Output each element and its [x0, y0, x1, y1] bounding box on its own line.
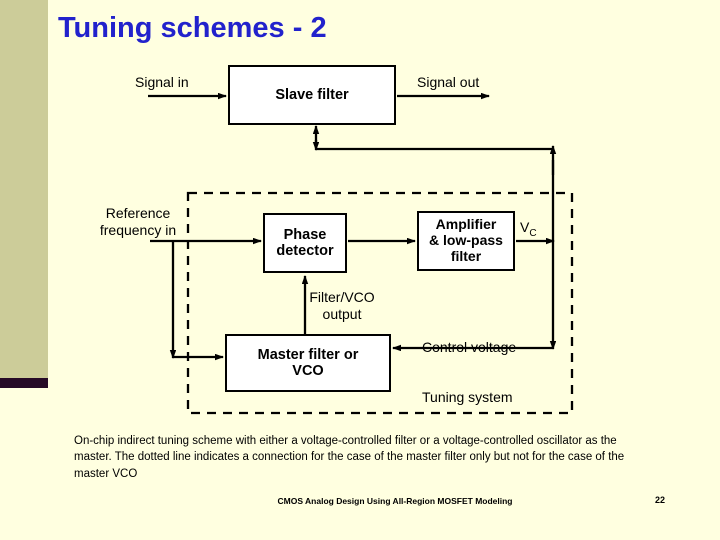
label-reference-frequency-in: Reference frequency in: [99, 205, 177, 239]
block-master-filter-vco[interactable]: Master filter or VCO: [225, 334, 391, 392]
block-master-filter-label: Master filter or VCO: [257, 346, 359, 379]
sidebar-decoration-bar: [0, 0, 48, 378]
block-phase-detector-label: Phase detector: [276, 226, 334, 259]
label-control-voltage-vc: VC: [520, 219, 537, 240]
page-title: Tuning schemes - 2: [58, 12, 327, 44]
label-vc-subscript: C: [529, 227, 537, 239]
sidebar-accent-bar: [0, 378, 48, 388]
slide-caption: On-chip indirect tuning scheme with eith…: [74, 435, 625, 480]
block-slave-filter-label: Slave filter: [275, 86, 349, 103]
block-amplifier-lowpass-filter[interactable]: Amplifier & low-pass filter: [417, 211, 515, 271]
label-filter-vco-output: Filter/VCO output: [309, 289, 375, 323]
label-control-voltage: Control voltage: [422, 339, 517, 355]
label-tuning-system: Tuning system: [422, 389, 513, 405]
block-phase-detector[interactable]: Phase detector: [263, 213, 347, 273]
block-slave-filter[interactable]: Slave filter: [228, 65, 396, 125]
footer-page-number: 22: [655, 495, 666, 505]
label-signal-out: Signal out: [417, 74, 480, 90]
label-vc-base: V: [520, 219, 530, 235]
block-amplifier-label: Amplifier & low-pass filter: [429, 216, 503, 264]
label-signal-in: Signal in: [135, 74, 189, 90]
footer-source-text: CMOS Analog Design Using All-Region MOSF…: [277, 496, 513, 506]
